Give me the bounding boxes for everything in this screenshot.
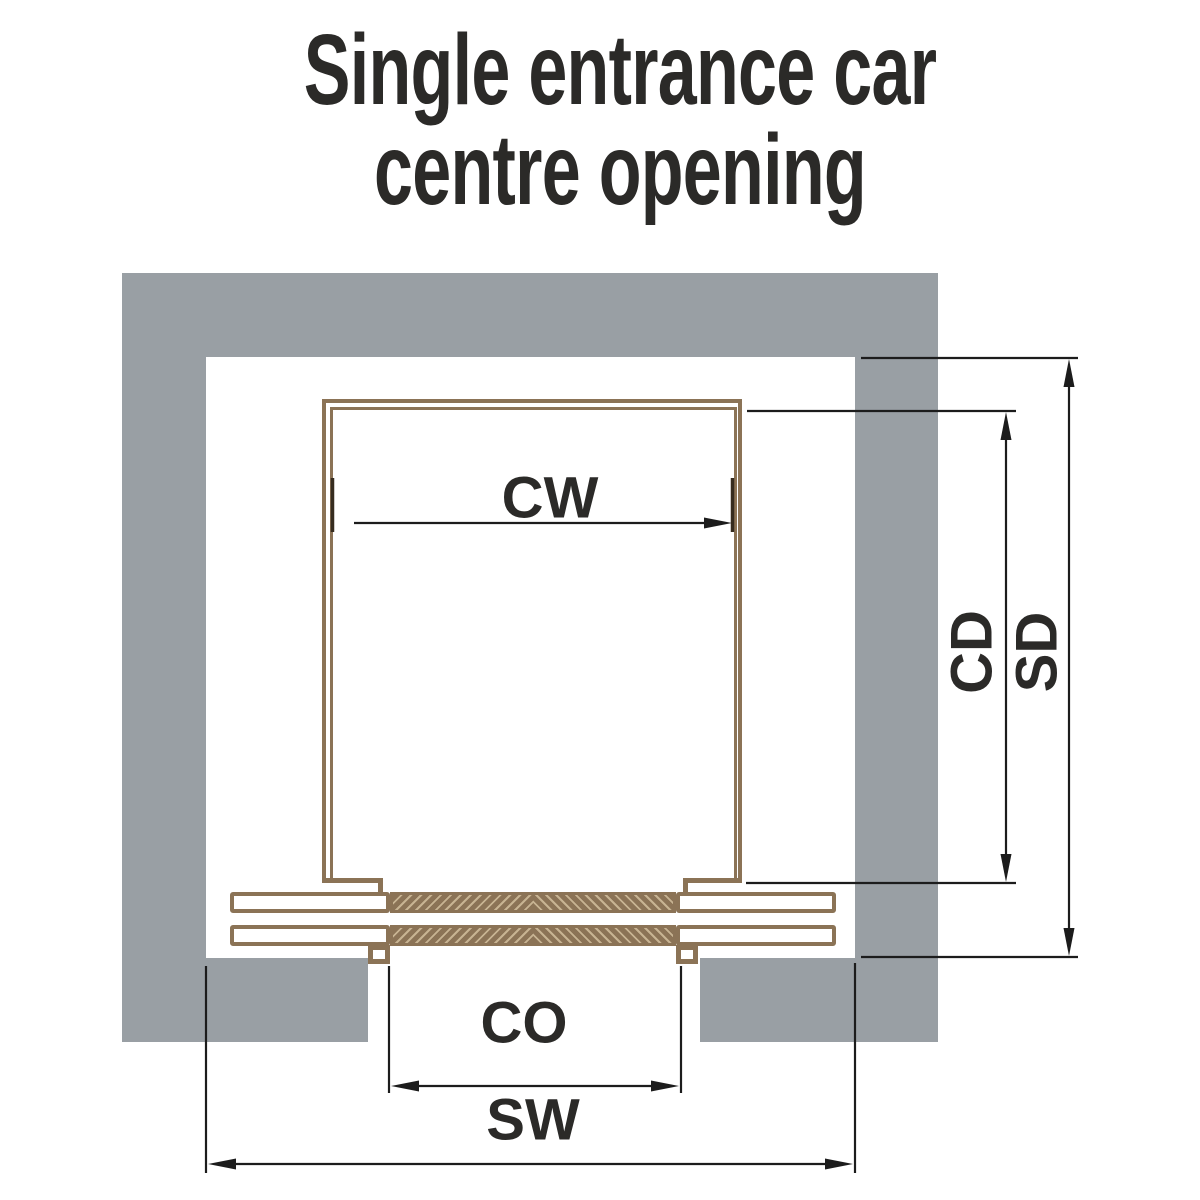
label-car-width: CW [501, 465, 599, 531]
door-panel-open-left-inner [230, 925, 390, 946]
door-jamb-right [676, 945, 698, 964]
shaft-interior [206, 357, 855, 958]
label-shaft-width: SW [486, 1087, 580, 1153]
car-outline-inner [330, 407, 737, 883]
car-front-return-left [322, 878, 383, 892]
door-panel-open-left-outer [230, 892, 390, 913]
door-panel-open-right-inner [676, 925, 836, 946]
door-panel-open-right-outer [676, 892, 836, 913]
shaft-door-opening [368, 958, 700, 1042]
car-front-return-right [683, 878, 742, 892]
door-panel-closed-track2 [390, 925, 676, 946]
door-jamb-left [368, 945, 390, 964]
door-leaf-left-track1 [393, 895, 533, 910]
door-panel-closed-track1 [390, 892, 676, 913]
door-leaf-right-track1 [533, 895, 673, 910]
label-clear-opening: CO [480, 990, 568, 1056]
door-leaf-left-track2 [393, 928, 533, 943]
label-car-depth: CD [939, 610, 1005, 694]
diagram-title-line2: centre opening [374, 114, 867, 226]
car-outline-outer [322, 399, 742, 883]
door-leaf-right-track2 [533, 928, 673, 943]
diagram-title-line1: Single entrance car [303, 14, 937, 126]
label-shaft-depth: SD [1004, 611, 1070, 693]
